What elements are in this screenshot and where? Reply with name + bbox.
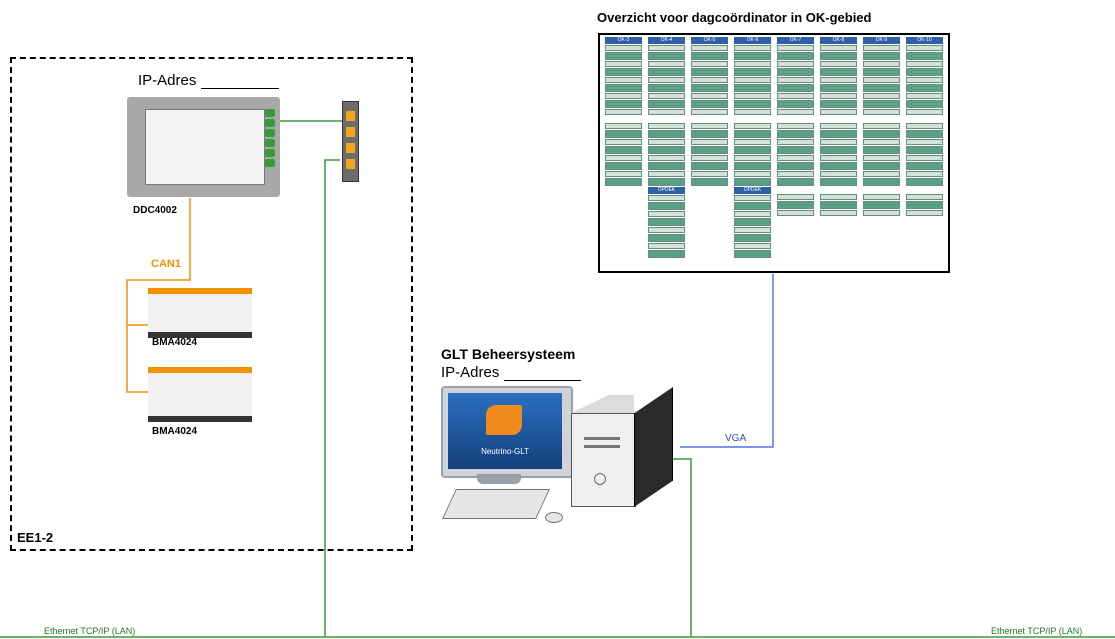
overview-panel: OK-3 OK-4 OPDEK OK-5 OK-6 OPDEK	[598, 33, 950, 273]
ddc-caption: DDC4002	[133, 205, 177, 216]
overview-title: Overzicht voor dagcoördinator in OK-gebi…	[597, 10, 872, 25]
ok-column-header: OK-6	[734, 37, 771, 44]
ok-column-header: OK-4	[648, 37, 685, 44]
ok-column: OK-4 OPDEK	[648, 37, 685, 259]
tower-pc	[571, 387, 673, 507]
ee-label: EE1-2	[17, 530, 54, 545]
ok-column: OK-3	[605, 37, 642, 187]
can-bus-label: CAN1	[151, 258, 181, 270]
neutrino-logo	[486, 405, 522, 435]
opdek-header: OPDEK	[734, 187, 771, 194]
ee-cabinet-box	[10, 57, 413, 551]
bma-caption-2: BMA4024	[152, 426, 198, 437]
server-to-bus-line	[673, 458, 692, 637]
vga-line	[680, 274, 774, 448]
ok-column: OK-7	[777, 37, 814, 217]
network-switch	[342, 101, 359, 182]
bma-caption-1: BMA4024	[152, 337, 198, 348]
ok-column: OK-9	[863, 37, 900, 217]
glt-title: GLT Beheersysteem	[441, 346, 576, 362]
vga-label: VGA	[725, 433, 747, 444]
glt-ip-underline	[504, 380, 581, 381]
ddc-panel	[127, 97, 280, 197]
ok-column-header: OK-5	[691, 37, 728, 44]
opdek-header: OPDEK	[648, 187, 685, 194]
ok-column: OK-5	[691, 37, 728, 187]
ok-column-header: OK-10	[906, 37, 943, 44]
ok-column-header: OK-8	[820, 37, 857, 44]
bma-module-2	[148, 367, 252, 422]
ddc-ip-label: IP-Adres	[138, 72, 197, 89]
ddc-ip-underline	[201, 88, 279, 89]
monitor: Neutrino-GLT	[441, 386, 573, 478]
screen-text: Neutrino-GLT	[481, 447, 529, 456]
monitor-stand	[477, 474, 521, 484]
glt-ip-label: IP-Adres	[441, 364, 500, 381]
keyboard	[442, 489, 550, 519]
ethernet-label-right: Ethernet TCP/IP (LAN)	[991, 626, 1083, 636]
switch-to-bus-line	[324, 159, 340, 637]
bma-module-1	[148, 288, 252, 338]
ok-column: OK-6 OPDEK	[734, 37, 771, 259]
ok-column-header: OK-9	[863, 37, 900, 44]
can-bus-line	[126, 198, 191, 393]
ethernet-label-left: Ethernet TCP/IP (LAN)	[44, 626, 136, 636]
ok-column-header: OK-7	[777, 37, 814, 44]
ok-column-header: OK-3	[605, 37, 642, 44]
mouse	[545, 512, 563, 523]
ok-column: OK-10	[906, 37, 943, 217]
ok-column: OK-8	[820, 37, 857, 217]
